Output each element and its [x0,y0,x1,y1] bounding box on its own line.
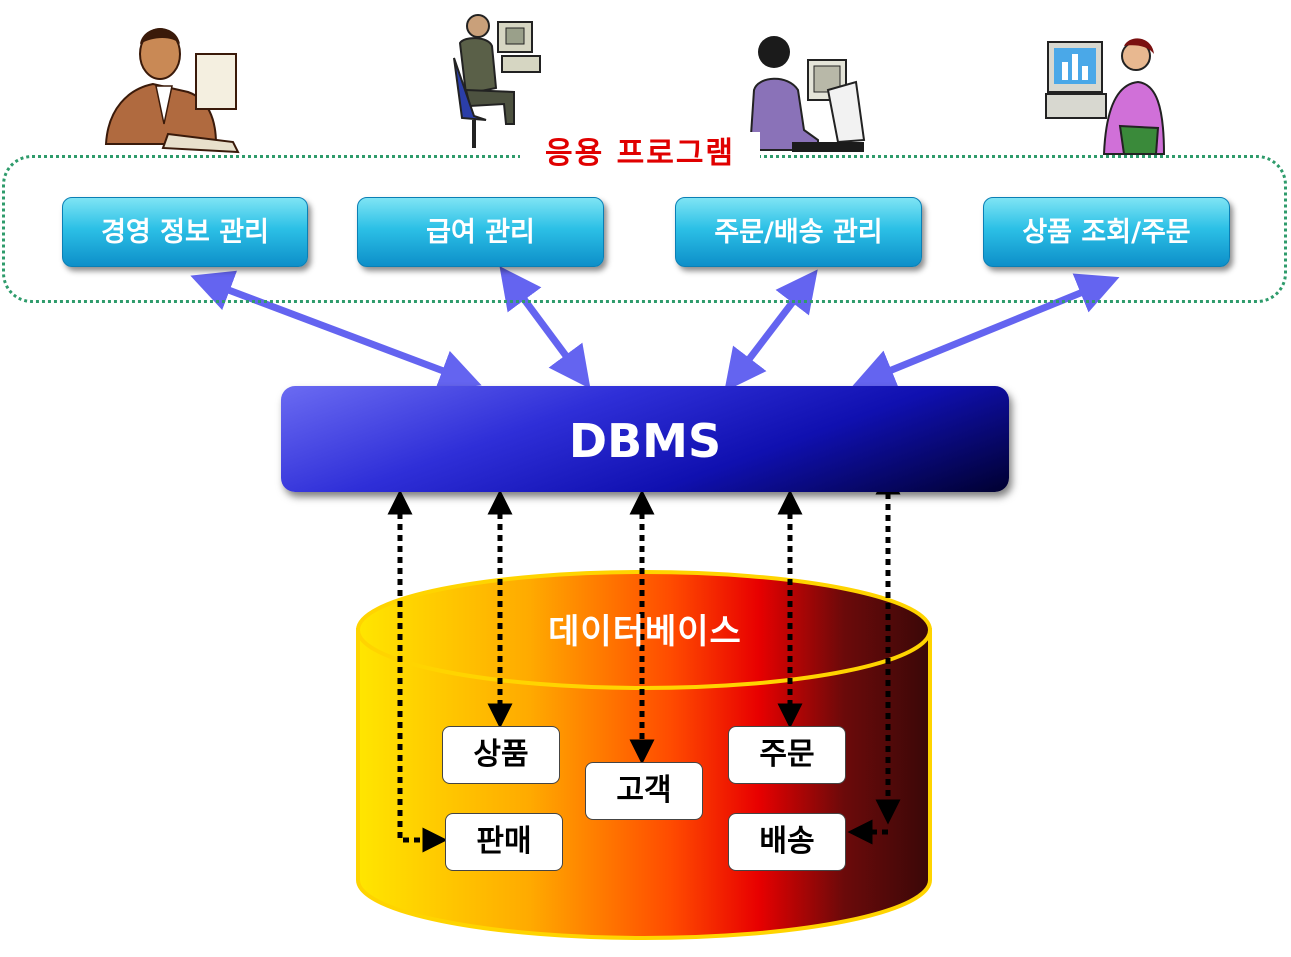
users-row [0,0,1291,160]
dbms-table-arrows [387,469,901,853]
user-businessman-icon [104,28,240,154]
arrow-dbms-sales [387,489,448,853]
arrow-app2-dbms [499,266,591,389]
user-operator-icon [453,14,541,148]
user-analyst-icon [1045,38,1166,155]
database-label: 데이터베이스 [548,612,742,652]
user-clerk-icon [748,36,866,152]
table-order[interactable]: 주문 [728,726,846,784]
table-delivery[interactable]: 배송 [728,813,846,871]
table-product[interactable]: 상품 [442,726,560,784]
application-group-title: 응용 프로그램 [520,132,760,176]
arrow-app1-dbms [190,270,482,391]
dbms-box: DBMS [281,386,1009,492]
app-product-order[interactable]: 상품 조회/주문 [983,197,1230,267]
app-order-delivery[interactable]: 주문/배송 관리 [675,197,922,267]
app-payroll[interactable]: 급여 관리 [357,197,604,267]
table-sales[interactable]: 판매 [445,813,563,871]
table-customer[interactable]: 고객 [585,762,703,820]
app-management-info[interactable]: 경영 정보 관리 [62,197,308,267]
